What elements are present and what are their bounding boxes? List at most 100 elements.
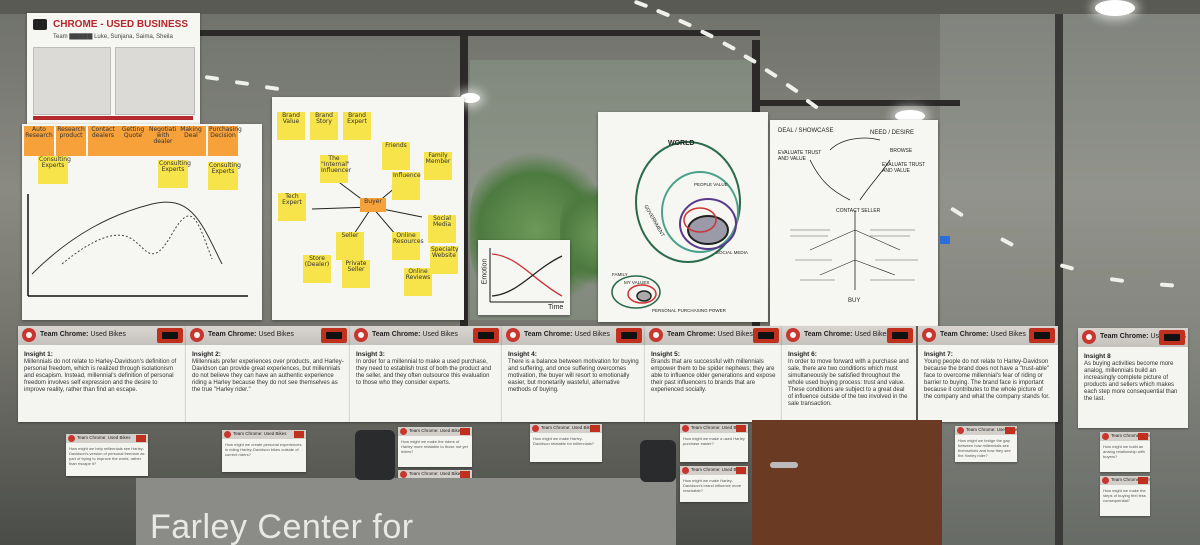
influencer-sticky-note: Brand Story xyxy=(310,112,338,140)
lower-wall xyxy=(136,478,676,545)
hmw-team-label: Team Chrome: Used Bikes xyxy=(409,471,463,476)
tape-dash xyxy=(764,67,778,79)
card-header xyxy=(18,326,186,345)
emotion-curve-red xyxy=(491,253,563,297)
insight-title: Insight 6: xyxy=(788,351,817,358)
window-frame xyxy=(760,100,960,106)
chrome-logo-icon xyxy=(649,328,663,342)
emotion-xlabel: Time xyxy=(548,304,564,311)
world-label: FAMILY xyxy=(612,272,628,277)
influencer-sticky-note: Family Member xyxy=(424,152,452,180)
hmw-team-label: Team Chrome: Used Bikes xyxy=(541,425,595,430)
insight-text: In order for a millennial to make a used… xyxy=(356,359,492,386)
hmw-team-label: Team Chrome: Used Bikes xyxy=(691,467,745,472)
poster-footer-bar xyxy=(33,116,193,120)
world-label: MY VALUES xyxy=(624,280,650,285)
chrome-logo-icon xyxy=(1102,477,1109,484)
influencer-sticky-note: Online Reviews xyxy=(404,268,432,296)
hmw-header xyxy=(1100,476,1150,485)
hmw-header xyxy=(530,424,602,433)
emotion-curve-black xyxy=(491,255,563,297)
building-sign-text: Farley Center for xyxy=(150,508,414,545)
hmw-header xyxy=(955,426,1017,435)
chrome-logo-icon xyxy=(190,328,204,342)
deal-label: CONTACT SELLER xyxy=(836,208,881,214)
orange-sticky-note: Contact dealers xyxy=(88,126,118,156)
harley-logo-icon xyxy=(157,328,183,343)
hmw-header xyxy=(680,466,748,475)
card-team-label: Team Chrome: Used Bikes xyxy=(208,331,294,338)
card-team-sub: Used Bikes xyxy=(90,331,126,338)
influencer-sticky-note: Tech Expert xyxy=(278,193,306,221)
harley-logo-icon xyxy=(460,471,470,478)
chrome-logo-icon xyxy=(400,428,407,435)
influencer-sticky-note: Online Resources xyxy=(392,232,424,260)
insight-text: In order to move forward with a purchase… xyxy=(788,359,909,407)
hmw-question: How might we bridge the gap between how … xyxy=(958,438,1011,458)
yellow-sticky-note: Consulting Experts xyxy=(158,160,191,188)
right-room xyxy=(940,0,1200,545)
card-team: Team Chrome: xyxy=(40,331,89,338)
deal-label: EVALUATE TRUST AND VALUE xyxy=(882,162,926,174)
card-header xyxy=(350,326,502,345)
window-frame xyxy=(200,30,760,36)
world-circles-poster: WORLD GOVERNMENT SOCIAL MEDIA PEOPLE VAL… xyxy=(598,112,768,322)
harley-logo-icon xyxy=(1138,477,1148,484)
influencer-sticky-note: The "Internal" Influencer xyxy=(320,155,351,183)
card-team-label: Team Chrome: Used Bikes xyxy=(940,331,1026,338)
harley-logo-icon xyxy=(294,431,304,438)
hmw-team-label: Team Chrome: Used Bikes xyxy=(77,435,131,440)
insight-text: Young people do not relate to Harley-Dav… xyxy=(924,359,1050,400)
insight-title: Insight 4: xyxy=(508,351,537,358)
deal-label: EVALUATE TRUST AND VALUE xyxy=(778,150,822,162)
chrome-logo-icon xyxy=(957,427,964,434)
card-header xyxy=(186,326,350,345)
emotion-curves-svg xyxy=(489,248,564,303)
yellow-sticky-note: Consulting Experts xyxy=(208,162,241,190)
harley-logo-icon xyxy=(1138,433,1148,440)
insight-title: Insight 2: xyxy=(192,351,221,358)
orange-sticky-note: Making Deal xyxy=(176,126,206,156)
hmw-question: How might we make a used Harley purchase… xyxy=(683,436,745,446)
door xyxy=(752,420,942,545)
insight-text: There is a balance between motivation fo… xyxy=(508,359,639,393)
harley-logo-icon xyxy=(473,328,499,343)
chrome-logo-icon xyxy=(1082,330,1096,344)
chrome-logo-icon xyxy=(682,467,689,474)
world-label: PERSONAL PURCHASING POWER xyxy=(652,308,726,313)
deal-label: DEAL / SHOWCASE xyxy=(778,128,834,134)
card-team-sub: Used Bikes xyxy=(574,331,610,338)
chrome-logo-icon xyxy=(400,471,407,478)
card-team-label: Team Chrome: Used Bikes xyxy=(40,331,126,338)
deal-label: BUY xyxy=(848,298,861,304)
ceiling-beam xyxy=(0,0,1200,14)
card-team: Team Chrome: xyxy=(524,331,573,338)
journey-curve-svg xyxy=(27,194,248,297)
chair xyxy=(640,440,676,482)
hmw-question: How might we make the riders of Harley m… xyxy=(401,439,468,454)
chrome-logo-icon xyxy=(922,328,936,342)
influencer-sticky-note: Brand Value xyxy=(277,112,305,140)
influencer-sticky-note: Store (Dealer) xyxy=(303,255,331,283)
card-header xyxy=(502,326,645,345)
poster-panel xyxy=(33,47,111,115)
harley-logo-icon xyxy=(136,435,146,442)
ceiling-light xyxy=(1095,0,1135,16)
poster-team-line: Team ▇▇▇▇▇ Luke, Sunjana, Saima, Sheila xyxy=(53,34,173,40)
card-team-label: Team Chrome: Used Bikes xyxy=(804,331,890,338)
harley-logo-icon xyxy=(1029,328,1055,343)
tape-dash xyxy=(677,18,693,28)
insight-title: Insight 7: xyxy=(924,351,953,358)
chrome-logo-icon xyxy=(68,435,75,442)
